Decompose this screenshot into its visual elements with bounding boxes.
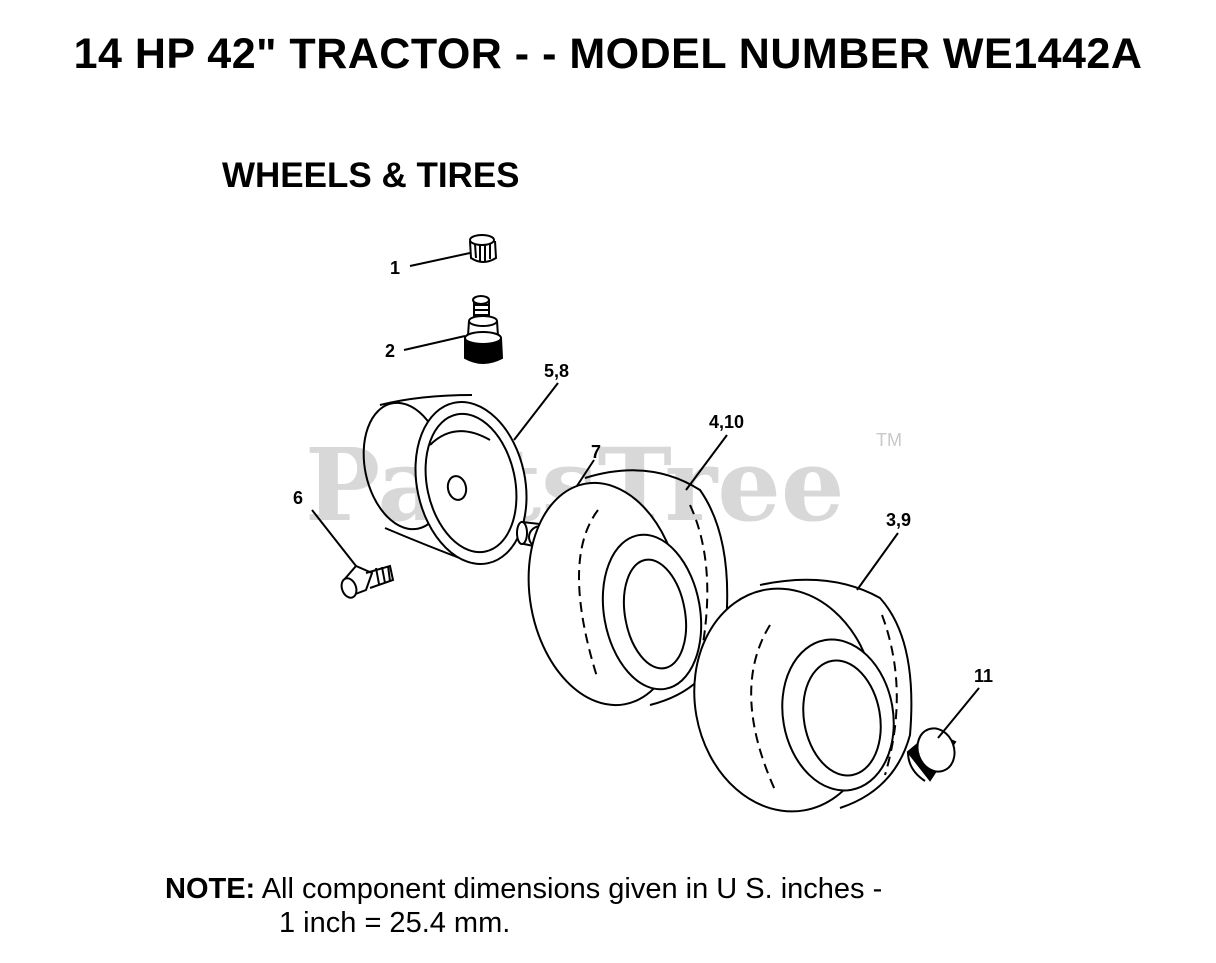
page-title: 14 HP 42" TRACTOR - - MODEL NUMBER WE144… — [73, 30, 1143, 78]
callout-3-9: 3,9 — [886, 510, 911, 530]
callout-11: 11 — [974, 666, 993, 686]
watermark-tm: TM — [876, 430, 902, 450]
leader-11 — [937, 687, 980, 739]
callout-4-10: 4,10 — [709, 412, 744, 432]
leader-4-10 — [685, 434, 728, 491]
note-label: NOTE: — [165, 873, 256, 905]
leader-6 — [311, 509, 357, 567]
dimension-note: NOTE: All component dimensions given in … — [165, 872, 882, 940]
section-title: WHEELS & TIRES — [222, 156, 520, 195]
callout-5-8: 5,8 — [544, 361, 569, 381]
callout-1: 1 — [390, 258, 400, 278]
part-lug-bolt — [340, 564, 395, 599]
part-valve-cap — [469, 234, 498, 263]
leader-1 — [409, 252, 471, 267]
callout-2: 2 — [385, 341, 395, 361]
part-tire-rear — [693, 578, 913, 813]
note-line-2: 1 inch = 25.4 mm. — [279, 907, 511, 939]
leader-2 — [403, 335, 466, 351]
part-valve-stem — [464, 295, 504, 364]
note-line-1: All component dimensions given in U S. i… — [261, 873, 883, 905]
part-wheel-rim — [362, 394, 528, 565]
part-end-cap — [906, 727, 957, 782]
callout-7: 7 — [591, 442, 601, 462]
callout-6: 6 — [293, 488, 303, 508]
leader-5-8 — [513, 382, 559, 441]
part-tire-front — [527, 469, 729, 707]
leader-3-9 — [856, 532, 899, 591]
